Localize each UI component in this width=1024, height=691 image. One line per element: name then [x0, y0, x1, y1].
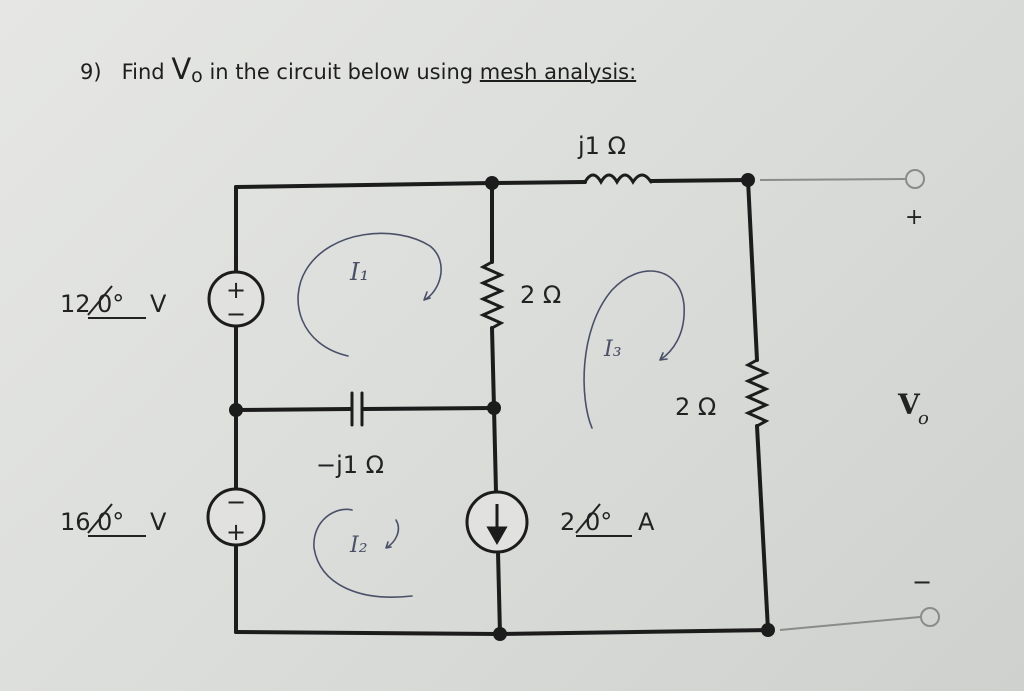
output-voltage-label: V o	[897, 388, 929, 429]
node-dot	[487, 401, 501, 415]
output-terminal-bottom	[920, 607, 940, 627]
right-wire-upper	[746, 178, 759, 362]
resistor-right-label: 2 Ω	[675, 393, 716, 421]
down-arrow-icon	[486, 504, 508, 546]
source-top-minus: −	[226, 300, 246, 328]
output-plus-sign: +	[905, 205, 923, 230]
question-verb: Find	[121, 60, 165, 84]
voltage-source-top	[207, 270, 265, 328]
source-bottom-label: 16 0° V	[60, 503, 167, 537]
cs-wire-top	[492, 406, 498, 494]
resistor-middle	[479, 260, 505, 330]
mesh2-arrow-tip	[385, 519, 400, 549]
question-method: mesh analysis:	[479, 60, 637, 84]
output-minus-sign: −	[912, 568, 932, 596]
output-wire-top	[759, 178, 906, 181]
voltage-source-bottom	[206, 487, 266, 547]
svg-text:V: V	[897, 388, 921, 421]
right-wire-lower	[755, 424, 770, 632]
svg-text:0°: 0°	[97, 508, 124, 536]
mesh3-label: I₃	[603, 337, 622, 362]
output-wire-bottom	[779, 616, 921, 631]
svg-text:2: 2	[560, 508, 575, 536]
question-middle: in the circuit below using	[209, 60, 474, 84]
mesh1-label: I₁	[349, 258, 369, 286]
question-number: 9)	[80, 60, 102, 84]
source-top-label: 12 0° V	[60, 285, 167, 319]
inductor-label: j1 Ω	[577, 132, 626, 160]
mesh2-label: I₂	[349, 533, 368, 558]
svg-text:0°: 0°	[97, 290, 124, 318]
resistor-middle-label: 2 Ω	[520, 281, 561, 309]
mesh2-loop-arrow	[313, 508, 413, 598]
source-bottom-plus: +	[226, 518, 246, 546]
current-source-label: 2 0° A	[560, 503, 655, 537]
svg-text:16: 16	[60, 508, 91, 536]
svg-text:V: V	[150, 290, 167, 318]
svg-text:o: o	[918, 408, 929, 429]
top-wire-right	[649, 178, 750, 183]
node-dot	[493, 627, 507, 641]
top-wire-left	[234, 180, 587, 189]
inductor-j1	[583, 173, 653, 186]
output-terminal-top	[905, 169, 925, 189]
svg-text:V: V	[150, 508, 167, 536]
source-bottom-minus: −	[226, 488, 246, 516]
node-dot	[741, 173, 755, 187]
mesh3-loop-arrow	[583, 270, 685, 429]
cs-wire-bottom	[496, 550, 502, 636]
node-dot	[229, 403, 243, 417]
node-dot	[485, 176, 499, 190]
question-text: 9) Find Vo in the circuit below using me…	[80, 52, 637, 87]
resistor-right	[744, 358, 770, 428]
svg-text:0°: 0°	[585, 508, 612, 536]
mid-wire-lower	[490, 326, 496, 410]
node-dot	[761, 623, 775, 637]
source-top-plus: +	[226, 276, 246, 304]
svg-text:12: 12	[60, 290, 91, 318]
svg-text:A: A	[638, 508, 655, 536]
cap-wire-right	[362, 406, 496, 411]
mesh1-loop-arrow	[297, 232, 442, 357]
vo-symbol: Vo	[171, 52, 203, 87]
cap-wire-left	[234, 407, 352, 412]
capacitor-label: −j1 Ω	[316, 451, 384, 479]
